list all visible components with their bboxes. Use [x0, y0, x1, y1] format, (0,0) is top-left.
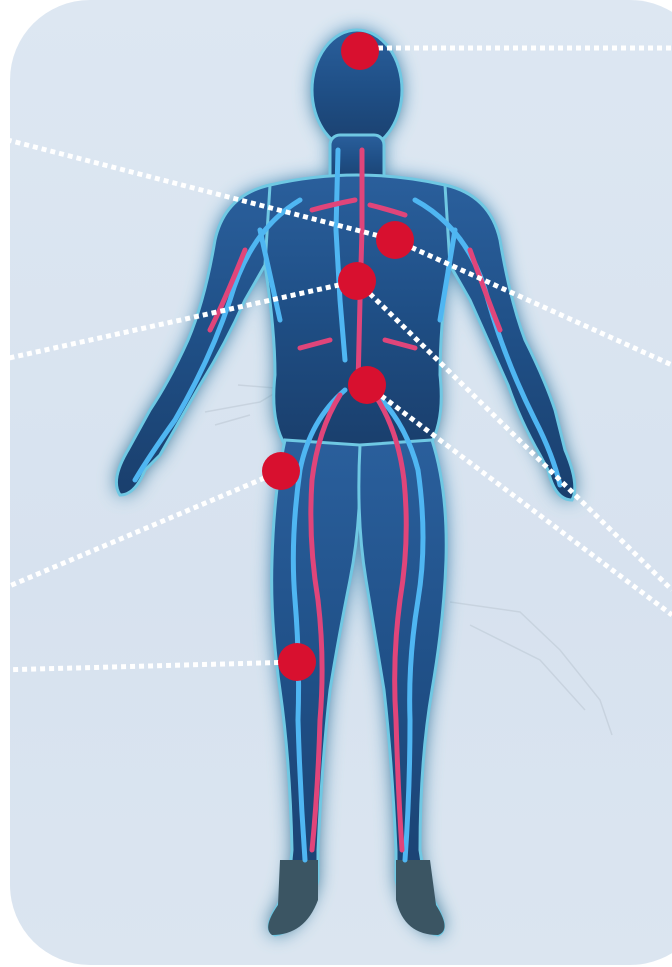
marker-lower-abdomen[interactable]	[348, 366, 386, 404]
feet	[268, 860, 444, 935]
body-silhouette	[116, 30, 574, 935]
marker-knee[interactable]	[278, 643, 316, 681]
marker-head[interactable]	[341, 32, 379, 70]
marker-hip[interactable]	[262, 452, 300, 490]
marker-heart[interactable]	[376, 221, 414, 259]
marker-upper-abdomen[interactable]	[338, 262, 376, 300]
leader-line-knee	[0, 662, 297, 670]
leader-line-hip	[0, 471, 281, 590]
